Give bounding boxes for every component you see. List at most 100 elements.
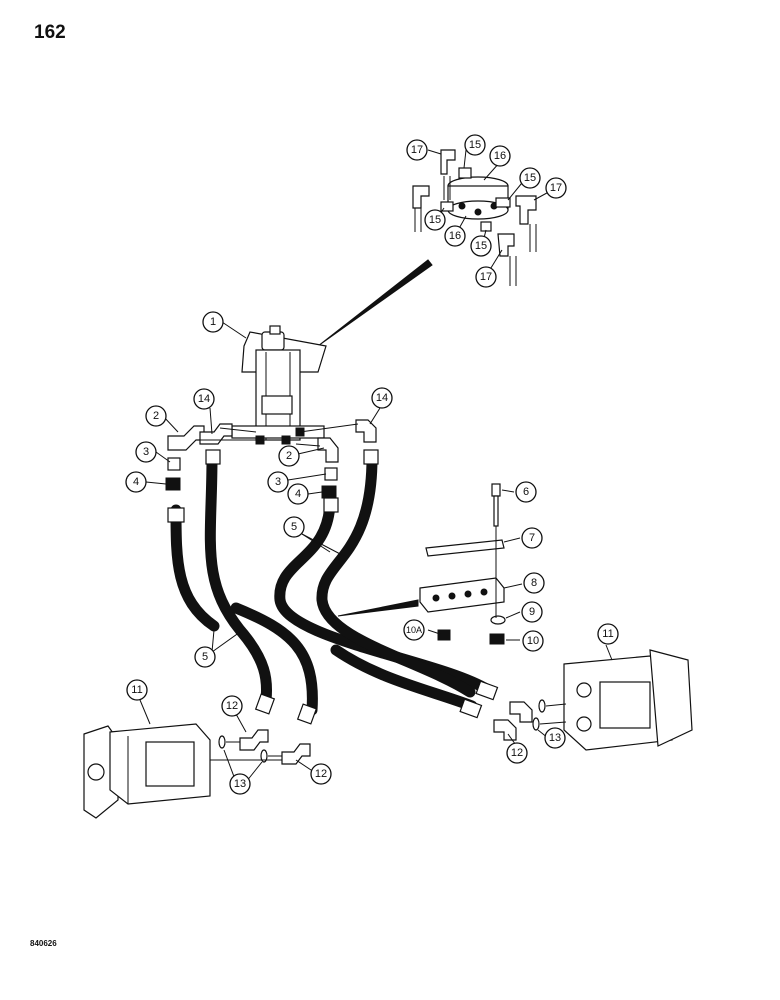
- callout-8: 8: [523, 572, 545, 594]
- svg-text:13: 13: [234, 778, 246, 790]
- svg-text:10A: 10A: [406, 625, 422, 635]
- hose-end: [363, 449, 379, 465]
- hydraulic-swivel: [231, 325, 327, 445]
- svg-text:2: 2: [153, 410, 159, 422]
- adapter-left: [167, 457, 181, 471]
- svg-text:3: 3: [275, 476, 281, 488]
- hydraulic-hoses: [170, 452, 494, 716]
- svg-text:5: 5: [291, 521, 297, 533]
- o-ring: [538, 699, 546, 713]
- hose-clamp-assembly: [419, 483, 506, 645]
- callout-10a: 10A: [403, 619, 425, 641]
- callout-17: 17: [406, 139, 428, 161]
- callout-7: 7: [521, 527, 543, 549]
- svg-text:16: 16: [449, 230, 461, 242]
- o-ring: [532, 717, 540, 731]
- svg-text:13: 13: [549, 732, 561, 744]
- svg-text:17: 17: [480, 271, 492, 283]
- svg-text:15: 15: [524, 172, 536, 184]
- svg-text:12: 12: [511, 747, 523, 759]
- callout-17: 17: [545, 177, 567, 199]
- callout-16: 16: [444, 225, 466, 247]
- svg-text:15: 15: [475, 240, 487, 252]
- callout-13: 13: [229, 773, 251, 795]
- callout-6: 6: [515, 481, 537, 503]
- callout-5: 5: [283, 516, 305, 538]
- svg-text:7: 7: [529, 532, 535, 544]
- svg-text:6: 6: [523, 486, 529, 498]
- elbow-pump-left: [239, 729, 269, 751]
- callout-2: 2: [145, 405, 167, 427]
- hydraulic-pump-left: [83, 723, 211, 819]
- callout-15: 15: [470, 235, 492, 257]
- svg-text:8: 8: [531, 577, 537, 589]
- hose-end: [323, 497, 339, 513]
- elbow-left: [167, 425, 205, 451]
- callout-2: 2: [278, 445, 300, 467]
- callout-12: 12: [221, 695, 243, 717]
- callout-11: 11: [126, 679, 148, 701]
- callout-15: 15: [519, 167, 541, 189]
- callout-4: 4: [125, 471, 147, 493]
- svg-text:15: 15: [429, 214, 441, 226]
- svg-text:4: 4: [133, 476, 139, 488]
- o-ring: [260, 749, 268, 763]
- callout-4: 4: [287, 483, 309, 505]
- hose-end: [205, 449, 221, 465]
- callout-5: 5: [194, 646, 216, 668]
- callout-12: 12: [506, 742, 528, 764]
- callout-15: 15: [464, 134, 486, 156]
- callout-14: 14: [193, 388, 215, 410]
- hose-elbow-right: [355, 419, 377, 443]
- adapter-right: [324, 467, 338, 481]
- svg-text:11: 11: [131, 684, 142, 696]
- svg-text:1: 1: [210, 316, 216, 328]
- svg-text:15: 15: [469, 139, 481, 151]
- callout-3: 3: [135, 441, 157, 463]
- svg-text:10: 10: [527, 635, 539, 647]
- o-ring: [218, 735, 226, 749]
- callout-16: 16: [489, 145, 511, 167]
- page-number: 162: [34, 22, 66, 43]
- svg-text:4: 4: [295, 488, 301, 500]
- hose-end: [167, 507, 185, 523]
- svg-text:12: 12: [315, 768, 327, 780]
- elbow-pump-right: [493, 719, 517, 741]
- callout-1: 1: [202, 311, 224, 333]
- svg-text:12: 12: [226, 700, 238, 712]
- callout-14: 14: [371, 387, 393, 409]
- callout-9: 9: [521, 601, 543, 623]
- svg-text:14: 14: [198, 393, 210, 405]
- svg-text:17: 17: [411, 144, 423, 156]
- clamp-pointer: [337, 599, 419, 617]
- svg-text:3: 3: [143, 446, 149, 458]
- hose-elbow-left: [199, 423, 233, 445]
- svg-text:14: 14: [376, 392, 388, 404]
- elbow-pump-left: [281, 743, 311, 765]
- elbow-pump-right: [509, 701, 533, 723]
- svg-text:16: 16: [494, 150, 506, 162]
- svg-text:9: 9: [529, 606, 535, 618]
- callout-15: 15: [424, 209, 446, 231]
- swivel-detail-inset: [412, 149, 537, 286]
- hose-end: [459, 698, 483, 719]
- svg-text:17: 17: [550, 182, 562, 194]
- callout-17: 17: [475, 266, 497, 288]
- drawing-code: 840626: [30, 939, 57, 948]
- svg-text:2: 2: [286, 450, 292, 462]
- elbow-right: [317, 437, 339, 463]
- detail-pointer: [317, 259, 433, 347]
- callout-10: 10: [522, 630, 544, 652]
- svg-text:5: 5: [202, 651, 208, 663]
- callout-11: 11: [597, 623, 619, 645]
- nut-left: [165, 477, 181, 491]
- hose-end: [254, 693, 276, 715]
- svg-text:11: 11: [602, 628, 613, 640]
- hose-end: [296, 703, 318, 725]
- callout-13: 13: [544, 727, 566, 749]
- callout-12: 12: [310, 763, 332, 785]
- hose-end: [475, 680, 499, 701]
- callout-3: 3: [267, 471, 289, 493]
- hydraulic-pump-right: [563, 649, 693, 751]
